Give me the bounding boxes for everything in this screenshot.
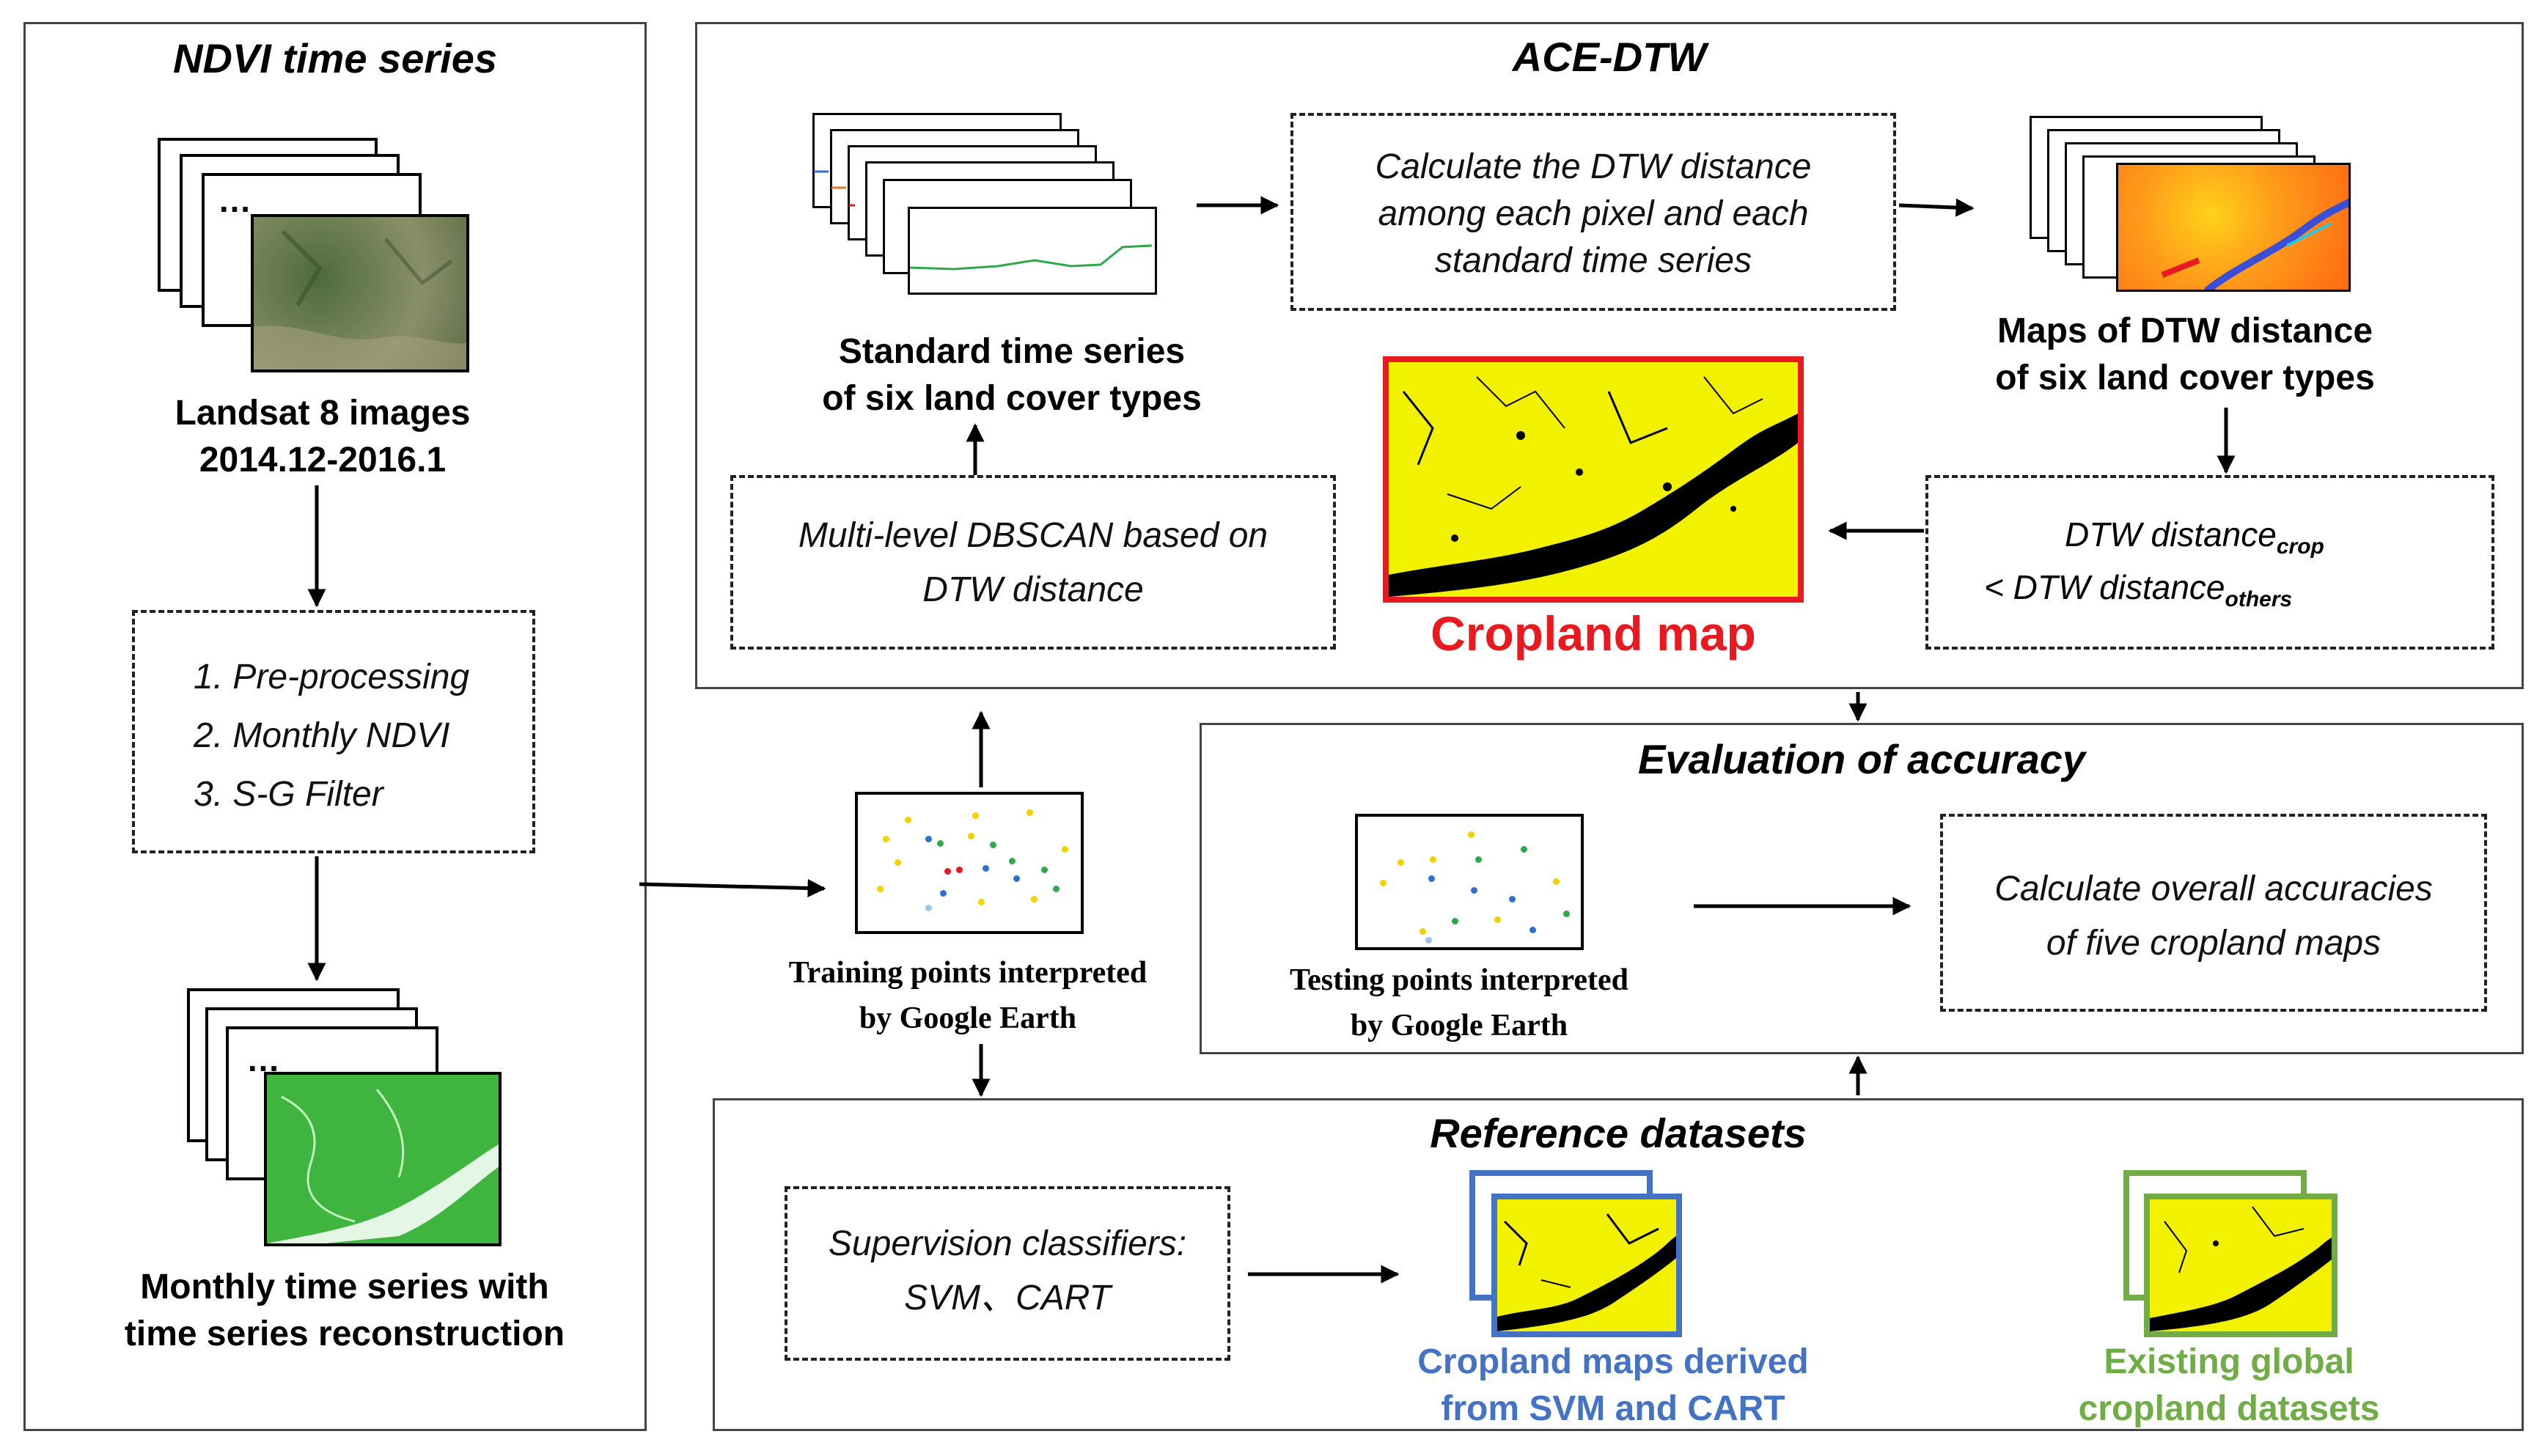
svm-map-front <box>1491 1194 1682 1337</box>
cropland-map-label: Cropland map <box>1431 606 1756 661</box>
ace-dtw-title: ACE-DTW <box>1512 34 1707 80</box>
ndvi-title: NDVI time series <box>173 35 497 81</box>
monthly-ndvi-image <box>264 1072 502 1246</box>
monthly-label: Monthly time series with time series rec… <box>124 1268 565 1353</box>
testing-points-label: Testing points interpreted by Google Ear… <box>1289 963 1629 1043</box>
classifier-box: Supervision classifiers: SVM、CART <box>785 1186 1230 1361</box>
training-points-label: Training points interpreted by Google Ea… <box>788 956 1147 1035</box>
preprocessing-box: 1. Pre-processing 2. Monthly NDVI 3. S-G… <box>132 610 535 853</box>
reference-title: Reference datasets <box>1430 1110 1807 1156</box>
dbscan-box: Multi-level DBSCAN based on DTW distance <box>730 475 1336 650</box>
cropland-map-image <box>1383 356 1804 603</box>
evaluation-title: Evaluation of accuracy <box>1637 736 2085 782</box>
global-datasets-label: Existing global cropland datasets <box>2078 1342 2380 1428</box>
std-series-frame-6 <box>908 207 1157 295</box>
landsat-ellipsis: … <box>218 181 251 219</box>
svm-cart-label: Cropland maps derived from SVM and CART <box>1417 1342 1809 1428</box>
global-map-front <box>2144 1194 2337 1337</box>
dtw-compare-line2: < DTW distanceothers <box>1984 568 2293 612</box>
training-points-map <box>855 792 1084 934</box>
arrow-ndvi-to-training <box>639 878 826 897</box>
preprocessing-steps: 1. Pre-processing 2. Monthly NDVI 3. S-G… <box>194 658 470 814</box>
landsat-image <box>251 214 469 372</box>
calc-dtw-box: Calculate the DTW distance among each pi… <box>1290 113 1896 311</box>
overall-accuracy-box: Calculate overall accuracies of five cro… <box>1940 814 2487 1012</box>
arrow-calc-to-maps <box>1898 198 1975 217</box>
dtw-map-image <box>2116 163 2351 292</box>
dtw-maps-label: Maps of DTW distance of six land cover t… <box>1995 312 2375 397</box>
std-series-color-ticks <box>814 170 855 207</box>
standard-series-label: Standard time series of six land cover t… <box>822 332 1202 418</box>
landsat-label: Landsat 8 images 2014.12-2016.1 <box>175 394 471 479</box>
dtw-compare-line1: DTW distancecrop <box>2065 515 2324 559</box>
dtw-compare-box: DTW distancecrop < DTW distanceothers <box>1925 475 2494 650</box>
testing-points-map <box>1355 814 1584 950</box>
